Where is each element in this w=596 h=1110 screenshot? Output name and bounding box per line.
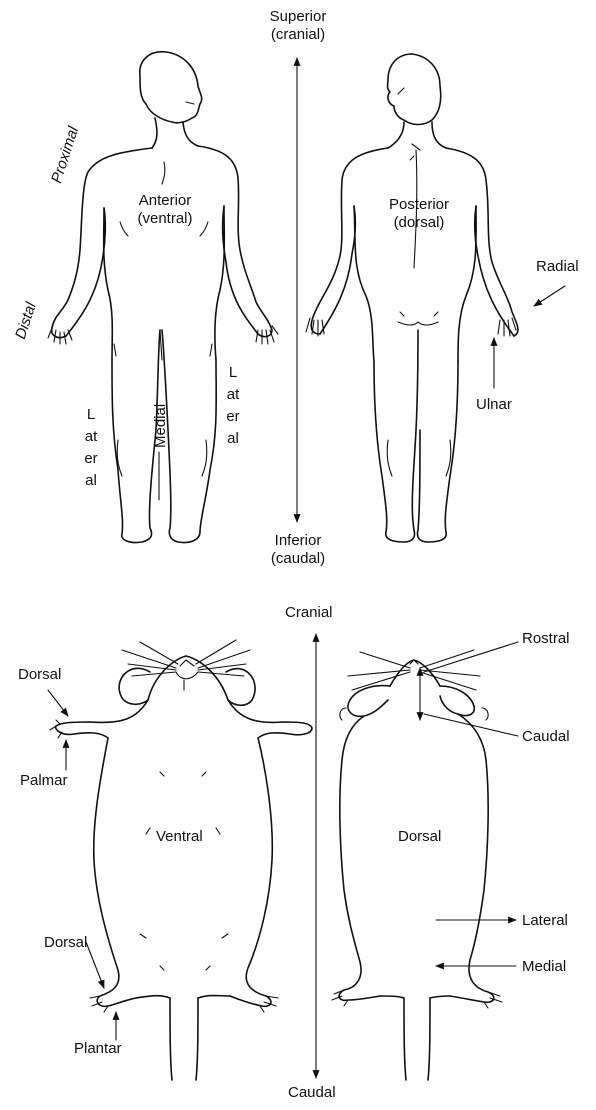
anterior-label: Anterior (ventral) bbox=[120, 192, 210, 228]
superior-label-line1: Superior bbox=[260, 8, 336, 26]
caudal-pointer bbox=[424, 714, 518, 736]
rostral-label: Rostral bbox=[522, 630, 570, 648]
dorsal-forepaw-arrow bbox=[48, 690, 68, 716]
dorsal-forepaw-label: Dorsal bbox=[18, 666, 61, 684]
mouse-medial-label: Medial bbox=[522, 958, 566, 976]
rostral-pointer bbox=[424, 642, 518, 672]
dorsal-body-label: Dorsal bbox=[398, 828, 441, 846]
lateral-left-label: Lateral bbox=[84, 404, 98, 492]
mouse-dorsal-figure bbox=[332, 650, 502, 1080]
posterior-label: Posterior (dorsal) bbox=[374, 196, 464, 232]
anterior-label-line2: (ventral) bbox=[120, 210, 210, 228]
inferior-label: Inferior (caudal) bbox=[260, 532, 336, 568]
anterior-label-line1: Anterior bbox=[120, 192, 210, 210]
lateral-right-label: Lateral bbox=[226, 362, 240, 450]
radial-label: Radial bbox=[536, 258, 579, 276]
ulnar-label: Ulnar bbox=[476, 396, 512, 414]
cranial-label: Cranial bbox=[285, 604, 333, 622]
caudal-right-label: Caudal bbox=[522, 728, 570, 746]
palmar-label: Palmar bbox=[20, 772, 68, 790]
human-posterior-figure bbox=[306, 54, 518, 542]
radial-arrow bbox=[534, 286, 565, 306]
ventral-label: Ventral bbox=[156, 828, 203, 846]
superior-label-line2: (cranial) bbox=[260, 26, 336, 44]
superior-label: Superior (cranial) bbox=[260, 8, 336, 44]
dorsal-hindpaw-label: Dorsal bbox=[44, 934, 87, 952]
mouse-ventral-figure bbox=[50, 640, 312, 1080]
posterior-label-line1: Posterior bbox=[374, 196, 464, 214]
mouse-lateral-label: Lateral bbox=[522, 912, 568, 930]
posterior-label-line2: (dorsal) bbox=[374, 214, 464, 232]
dorsal-hindpaw-arrow bbox=[86, 942, 104, 988]
human-anterior-figure bbox=[48, 52, 278, 543]
inferior-label-line1: Inferior bbox=[260, 532, 336, 550]
medial-label: Medial bbox=[152, 404, 170, 448]
inferior-label-line2: (caudal) bbox=[260, 550, 336, 568]
caudal-bottom-label: Caudal bbox=[288, 1084, 336, 1102]
plantar-label: Plantar bbox=[74, 1040, 122, 1058]
